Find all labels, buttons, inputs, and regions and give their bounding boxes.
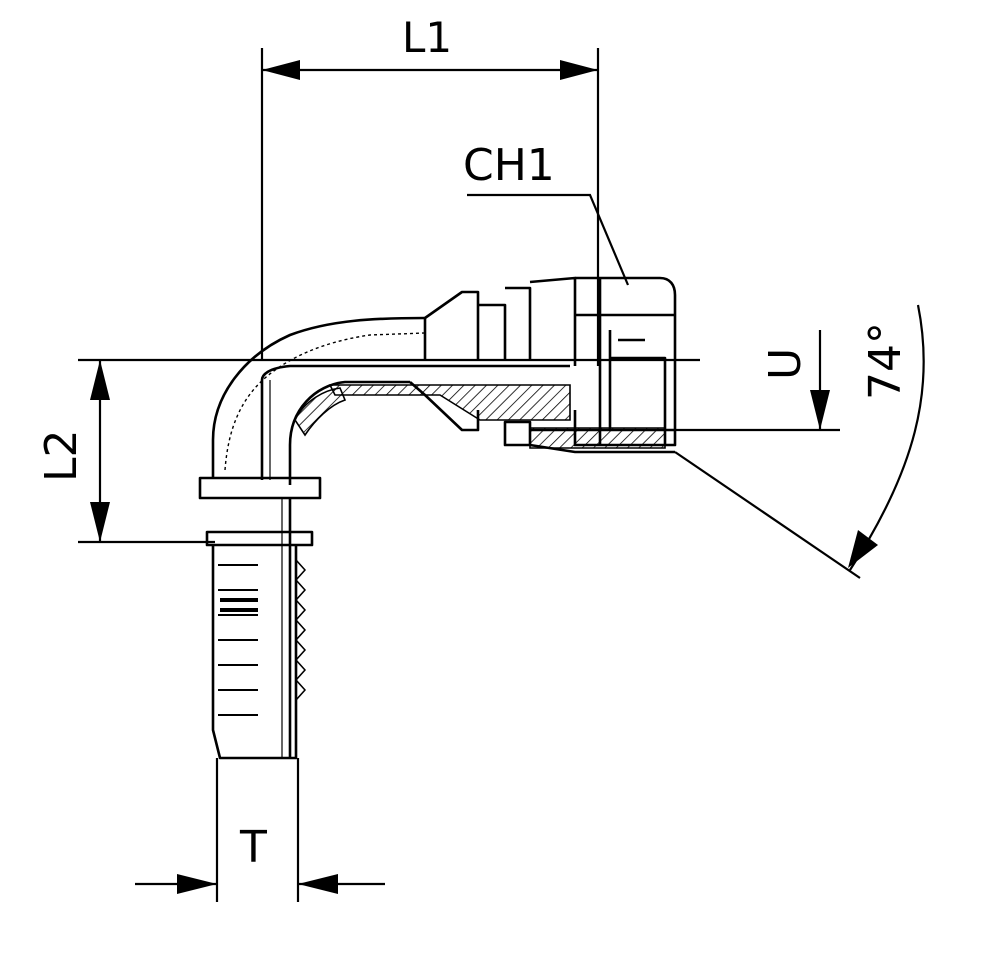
dimension-label-t: T xyxy=(239,822,267,873)
callout-label-ch1: CH1 xyxy=(463,140,555,191)
dimension-label-l1: L1 xyxy=(402,13,452,62)
angle-label: 74° xyxy=(860,322,911,400)
dimension-label-l2: L2 xyxy=(36,429,87,482)
section-hatching xyxy=(294,384,666,449)
dimension-arrowheads xyxy=(90,60,878,894)
dimension-label-u: U xyxy=(760,348,811,380)
fitting-body xyxy=(198,276,677,760)
